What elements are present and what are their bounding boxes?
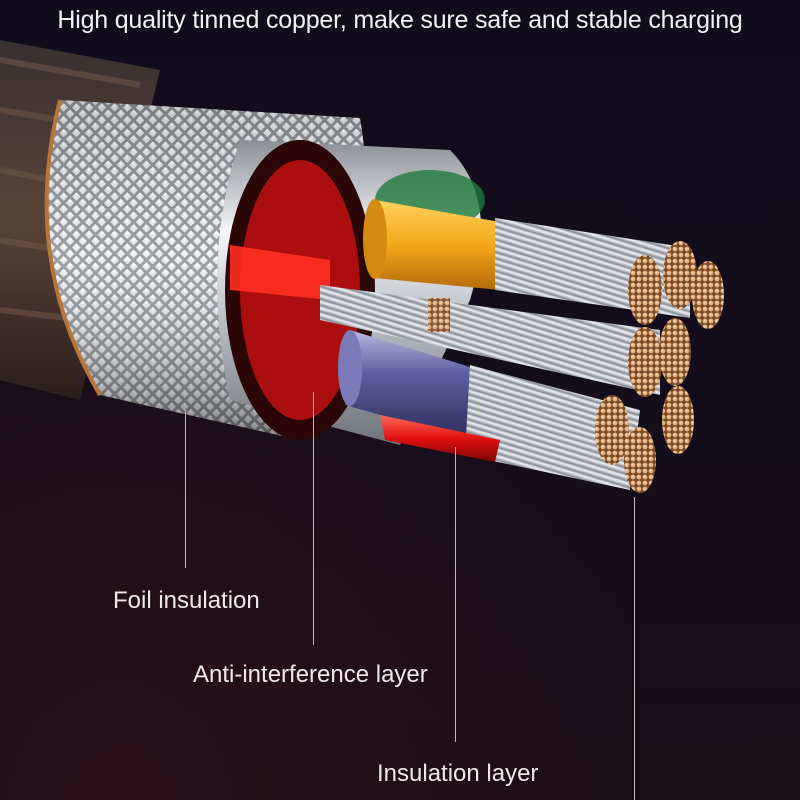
purple-wire [338, 330, 640, 490]
callout-anti-interference-layer: Anti-interference layer [193, 661, 428, 688]
red-wire [380, 415, 500, 462]
callout-foil-insulation: Foil insulation [113, 587, 260, 614]
center-strands [320, 285, 660, 395]
leader-line-copper-strands [634, 497, 635, 800]
leader-line-insulation-layer [455, 447, 456, 742]
headline: High quality tinned copper, make sure sa… [57, 6, 743, 34]
leader-line-anti-interference [313, 392, 314, 645]
leader-line-foil-insulation [185, 410, 186, 568]
callout-insulation-layer: Insulation layer [377, 760, 539, 787]
tinned-copper-strands [595, 241, 724, 493]
